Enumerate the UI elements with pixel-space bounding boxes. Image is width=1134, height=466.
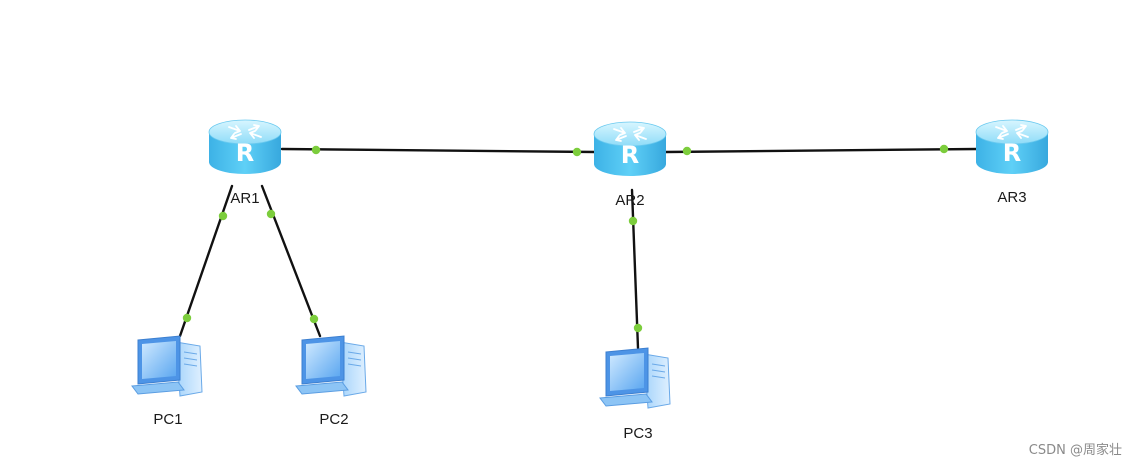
port-indicator [682, 146, 692, 156]
pc-pc3[interactable] [599, 347, 671, 409]
pc-icon [295, 335, 367, 397]
links-layer [178, 144, 980, 350]
router-icon: R [208, 119, 282, 174]
router-icon: R [975, 119, 1049, 174]
port-indicator [572, 147, 582, 157]
pc-icon [599, 347, 671, 409]
port-indicator [628, 216, 638, 226]
router-ar2[interactable]: R [593, 121, 667, 176]
node-label-ar2: AR2 [615, 192, 645, 209]
router-icon: R [593, 121, 667, 176]
link-ar1-ar2[interactable] [280, 145, 598, 157]
node-label-pc3: PC3 [623, 425, 653, 442]
svg-text:R: R [1003, 139, 1021, 167]
link-line[interactable] [630, 188, 640, 350]
pc-icon [131, 335, 203, 397]
link-ar1-pc1[interactable] [178, 184, 234, 338]
svg-text:R: R [236, 139, 254, 167]
link-ar1-pc2[interactable] [260, 184, 322, 338]
link-ar2-pc3[interactable] [628, 188, 643, 350]
pc-pc1[interactable] [131, 335, 203, 397]
watermark: CSDN @周家壮 [1028, 443, 1122, 458]
node-label-pc2: PC2 [319, 411, 349, 428]
pc-pc2[interactable] [295, 335, 367, 397]
port-indicator [266, 209, 276, 219]
port-indicator [939, 144, 949, 154]
svg-text:R: R [621, 141, 639, 169]
link-line[interactable] [178, 184, 234, 338]
link-ar2-ar3[interactable] [664, 144, 980, 156]
port-indicator [218, 211, 228, 221]
node-label-ar1: AR1 [230, 190, 260, 207]
port-indicator [309, 314, 319, 324]
node-label-ar3: AR3 [997, 189, 1027, 206]
link-line[interactable] [280, 147, 598, 154]
router-ar3[interactable]: R [975, 119, 1049, 174]
port-indicator [182, 313, 192, 323]
port-indicator [311, 145, 321, 155]
link-line[interactable] [664, 147, 980, 154]
router-ar1[interactable]: R [208, 119, 282, 174]
node-label-pc1: PC1 [153, 411, 183, 428]
port-indicator [633, 323, 643, 333]
link-line[interactable] [260, 184, 322, 338]
